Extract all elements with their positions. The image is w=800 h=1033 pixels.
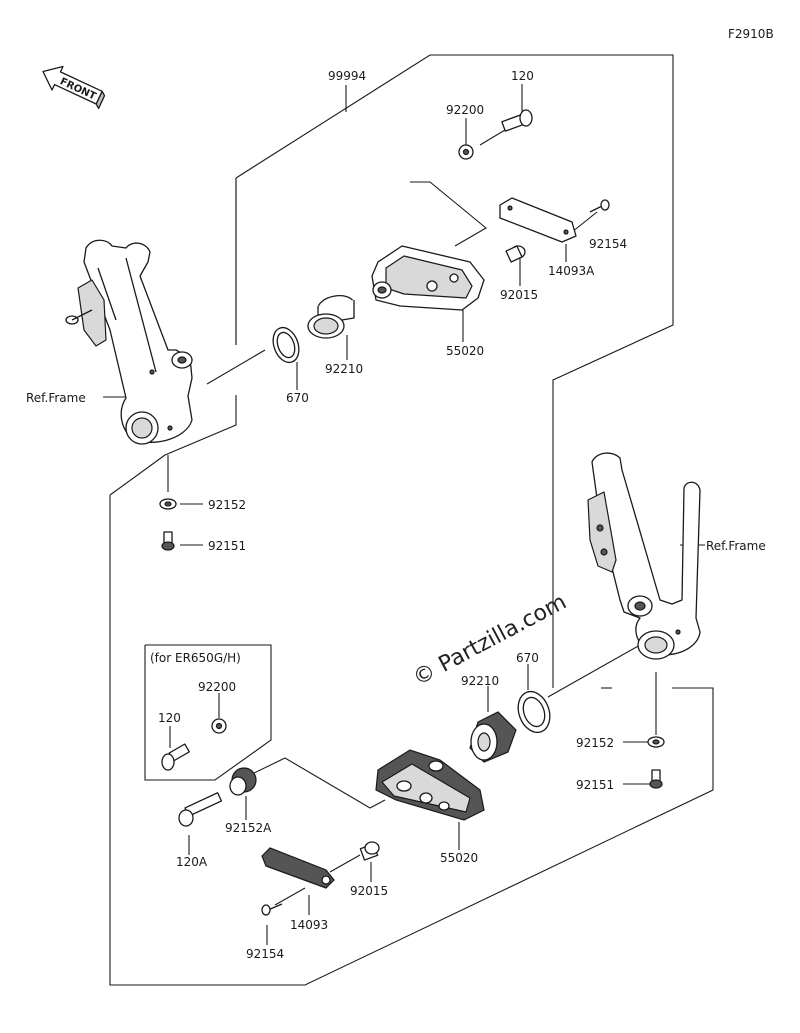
plate-14093 [261, 847, 335, 889]
label-55020-top: 55020 [446, 344, 484, 358]
label-92154-bottom: 92154 [246, 947, 284, 961]
washer-92200-top [458, 144, 474, 160]
label-92152-top: 92152 [208, 498, 246, 512]
front-arrow-icon: FRONT [42, 65, 106, 110]
screw-92154-top [589, 199, 610, 213]
bolt-92151-left [161, 531, 175, 551]
label-670-top: 670 [286, 391, 309, 405]
label-14093A: 14093A [548, 264, 595, 278]
spacer-92152A [229, 767, 257, 796]
bolt-120-inset [161, 743, 190, 771]
label-120-top: 120 [511, 69, 534, 83]
ring-670-top [272, 326, 300, 364]
label-92015-bottom: 92015 [350, 884, 388, 898]
bolt-92151-right [649, 769, 663, 789]
label-ref-frame-left: Ref.Frame [26, 391, 86, 405]
slider-55020-top [371, 245, 485, 311]
label-14093: 14093 [290, 918, 328, 932]
label-ref-frame-right: Ref.Frame [706, 539, 766, 553]
label-92151-right: 92151 [576, 778, 614, 792]
label-92154-top: 92154 [589, 237, 627, 251]
ring-670-bottom [517, 690, 551, 734]
damper-92210-bottom [469, 711, 517, 763]
label-92015-top: 92015 [500, 288, 538, 302]
label-92200-top: 92200 [446, 103, 484, 117]
left-frame-bracket [65, 239, 193, 445]
label-92210-top: 92210 [325, 362, 363, 376]
inset-box [144, 644, 272, 781]
diagram-code: F2910B [728, 27, 774, 41]
label-92210-bottom: 92210 [461, 674, 499, 688]
washer-92152-left [159, 498, 177, 510]
label-55020-bottom: 55020 [440, 851, 478, 865]
bolt-120A [178, 792, 223, 827]
label-99994: 99994 [328, 69, 366, 83]
label-120-inset: 120 [158, 711, 181, 725]
bolt-120-top [501, 109, 533, 132]
washer-92200-inset [211, 718, 227, 734]
label-92200-inset: 92200 [198, 680, 236, 694]
label-92152A: 92152A [225, 821, 272, 835]
inset-title: (for ER650G/H) [150, 651, 241, 665]
collar-92015-top [505, 245, 526, 263]
label-92152-right: 92152 [576, 736, 614, 750]
plate-14093A [499, 197, 577, 243]
screw-92154-bottom [261, 903, 283, 916]
label-92151-top: 92151 [208, 539, 246, 553]
label-120A: 120A [176, 855, 208, 869]
collar-92015-bottom [359, 841, 380, 861]
slider-55020-bottom [375, 749, 485, 821]
washer-92152-right [647, 736, 665, 748]
damper-92210-top [307, 295, 355, 339]
label-670-bottom: 670 [516, 651, 539, 665]
right-frame-bracket [587, 452, 701, 660]
